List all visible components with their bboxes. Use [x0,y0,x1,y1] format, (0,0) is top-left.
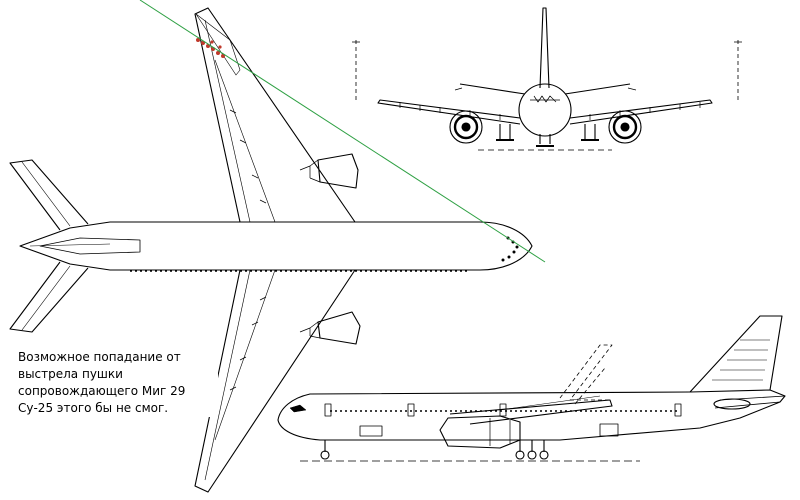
wing-hit-marks [196,38,225,58]
front-fin [539,7,550,89]
front-view [352,7,742,151]
caption-line: Возможное попадание от [18,350,181,364]
front-wing-right [569,99,713,125]
front-h-stab [459,83,631,95]
side-h-stab [714,395,786,409]
nose-hit-marks [501,236,519,262]
side-view [277,315,786,462]
front-gear [499,124,596,144]
plan-h-stab-lower [9,261,89,333]
plan-fuselage [19,221,533,271]
plan-engine-lower [317,311,361,345]
front-engine-right [608,110,642,144]
side-dashed-flaps [559,344,613,405]
caption-text: Возможное попадание от выстрела пушки со… [18,349,218,417]
front-wing-left [377,99,521,125]
side-fin [689,315,783,393]
plan-engine-upper [317,153,359,189]
plan-h-stab-upper [9,159,89,231]
side-engine [439,415,521,449]
caption-line: выстрела пушки [18,367,123,381]
side-fuselage [277,389,786,441]
side-main-gear [519,440,545,452]
front-fuselage [518,83,572,137]
caption-line: Су-25 этого бы не смог. [18,401,169,415]
plan-view [9,7,533,493]
gunfire-trajectory-line [139,0,546,263]
side-wing [449,399,613,425]
plan-wing-upper [194,7,356,223]
front-engine-left [449,110,483,144]
plan-wing-lower [194,269,356,493]
caption-line: сопровождающего Миг 29 [18,384,186,398]
